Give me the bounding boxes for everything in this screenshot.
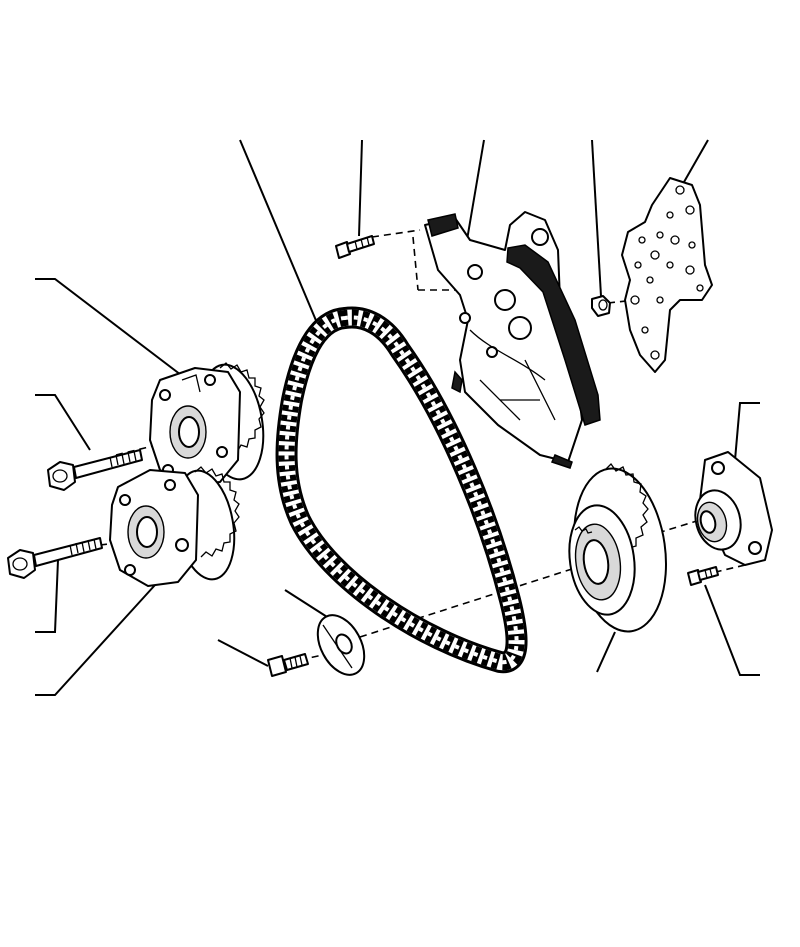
crankshaft-sprocket-12 bbox=[568, 462, 668, 633]
leader-3 bbox=[35, 394, 91, 451]
bolt-2 bbox=[7, 537, 103, 579]
leader-1 bbox=[35, 584, 156, 696]
timing-chain-5 bbox=[275, 306, 528, 674]
camshaft-adjuster-4 bbox=[149, 362, 265, 486]
leader-8 bbox=[591, 139, 602, 297]
gasket-plate-9 bbox=[621, 177, 713, 373]
leader-5 bbox=[239, 139, 321, 331]
sleeve-8 bbox=[591, 295, 611, 317]
bolt-6 bbox=[335, 235, 375, 259]
leader-14 bbox=[217, 639, 269, 667]
leader-11 bbox=[704, 584, 760, 676]
bolt-11 bbox=[687, 566, 719, 586]
leader-4 bbox=[35, 278, 186, 379]
leader-6 bbox=[358, 139, 363, 237]
camshaft-adjuster-1 bbox=[109, 466, 240, 587]
bolt-14 bbox=[267, 653, 309, 677]
chain-tensioner-7 bbox=[424, 211, 601, 469]
bolt-3 bbox=[47, 449, 143, 491]
leader-9 bbox=[683, 139, 709, 183]
leader-10 bbox=[734, 402, 760, 461]
leader-7 bbox=[466, 139, 485, 241]
washer-13 bbox=[316, 614, 366, 676]
leader-2 bbox=[35, 559, 59, 633]
bearing-housing-10 bbox=[694, 451, 773, 566]
leader-12 bbox=[596, 631, 616, 673]
